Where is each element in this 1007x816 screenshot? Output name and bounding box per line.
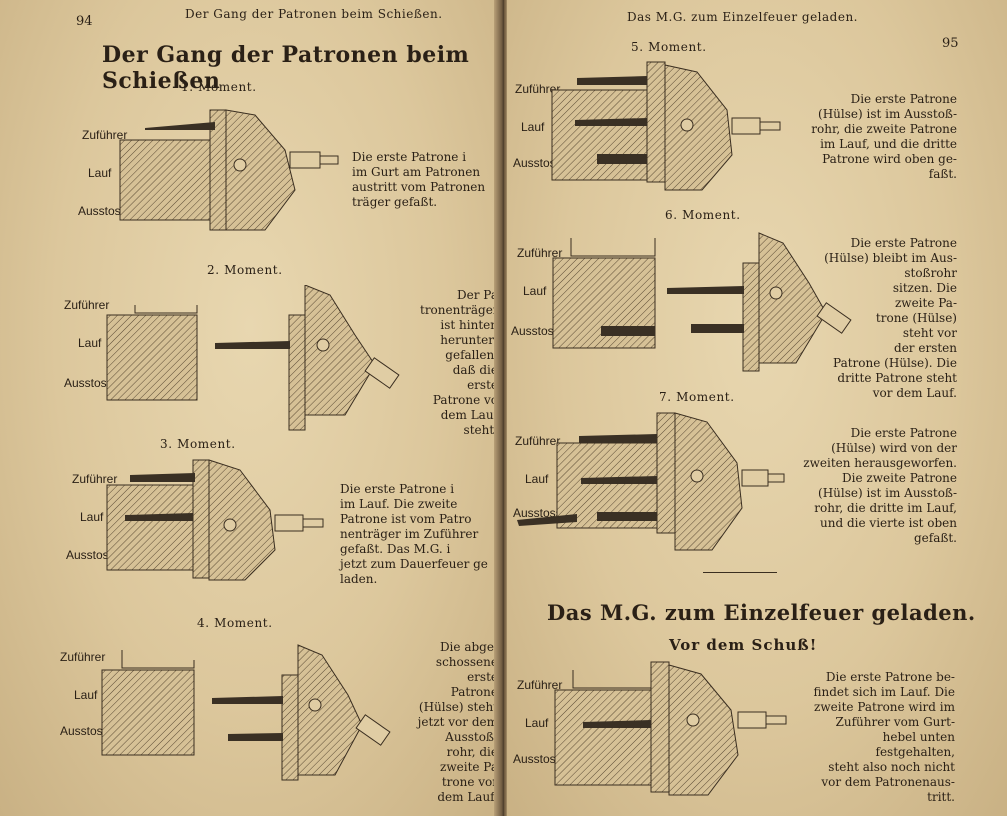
part-label-feeder: Zuführer (515, 82, 561, 96)
page-number: 95 (942, 36, 959, 51)
moment-caption: Die erste Patrone (Hülse) bleibt im Aus-… (824, 236, 957, 400)
left-page: 94 Der Gang der Patronen beim Schießen. … (0, 0, 501, 816)
mechanism-diagram (554, 661, 787, 796)
cartridge (215, 341, 290, 349)
part-label-barrel: Lauf (521, 120, 545, 134)
cartridge (579, 434, 657, 443)
running-head: Der Gang der Patronen beim Schießen. (185, 7, 443, 21)
cartridge (575, 118, 647, 126)
part-label-feeder: Zuführer (517, 678, 563, 692)
mechanism-diagram (517, 412, 785, 551)
cartridge (125, 513, 193, 521)
section-title: Das M.G. zum Einzelfeuer geladen. (547, 600, 976, 625)
part-label-barrel: Lauf (523, 284, 547, 298)
mechanism-diagram (106, 285, 400, 431)
cartridge (228, 733, 283, 741)
cartridge (667, 286, 744, 294)
part-label-barrel: Lauf (525, 716, 549, 730)
moment-caption: Die erste Patrone (Hülse) ist im Ausstoß… (811, 92, 957, 181)
section-divider (703, 572, 777, 573)
moment-caption: Der Pa tronenträger ist hinten herunter-… (420, 288, 499, 437)
moment-label: 2. Moment. (207, 263, 283, 277)
moment-label: 1. Moment. (181, 80, 257, 94)
moment-label: 4. Moment. (197, 616, 273, 630)
cartridge (212, 696, 283, 704)
moment-label: 3. Moment. (160, 437, 236, 451)
cartridge (130, 473, 195, 482)
cartridge-case (517, 514, 577, 526)
part-label-feeder: Zuführer (517, 246, 563, 260)
cartridge-case (597, 154, 647, 164)
final-caption: Die erste Patrone be- findet sich im Lau… (813, 670, 956, 804)
moment-caption: Die abge- schossene erste Patrone (Hülse… (417, 640, 498, 804)
section-subtitle: Vor dem Schuß! (669, 636, 818, 654)
part-label-barrel: Lauf (88, 166, 112, 180)
part-label-feeder: Zuführer (64, 298, 110, 312)
mechanism-diagram (119, 109, 339, 231)
moment-label: 5. Moment. (631, 40, 707, 54)
part-label-barrel: Lauf (80, 510, 104, 524)
cartridge (145, 122, 215, 130)
right-page: Das M.G. zum Einzelfeuer geladen. 95 5. … (506, 0, 1007, 816)
page-title: Der Gang der Patronen beim Schießen (102, 42, 470, 94)
running-head: Das M.G. zum Einzelfeuer geladen. (627, 10, 858, 24)
cartridge-case (597, 512, 657, 521)
moment-caption: Die erste Patrone i im Gurt am Patronen … (352, 150, 486, 209)
part-label-barrel: Lauf (525, 472, 549, 486)
mechanism-diagram (552, 232, 852, 372)
part-label-barrel: Lauf (78, 336, 102, 350)
moment-label: 6. Moment. (665, 208, 741, 222)
moment-caption: Die erste Patrone i im Lauf. Die zweite … (340, 482, 488, 586)
moment-caption: Die erste Patrone (Hülse) wird von der z… (803, 426, 957, 545)
part-label-feeder: Zuführer (82, 128, 128, 142)
page-number: 94 (76, 14, 93, 29)
part-label-feeder: Zuführer (72, 472, 118, 486)
cartridge (577, 76, 647, 85)
cartridge (581, 476, 657, 484)
cartridge (583, 720, 651, 728)
cartridge-case (601, 326, 655, 336)
mechanism-diagram (551, 61, 781, 191)
part-label-barrel: Lauf (74, 688, 98, 702)
cartridge-case (691, 324, 744, 333)
mechanism-diagram (106, 459, 324, 581)
moment-label: 7. Moment. (659, 390, 735, 404)
mechanism-diagram (101, 644, 391, 781)
part-label-feeder: Zuführer (515, 434, 561, 448)
part-label-feeder: Zuführer (60, 650, 106, 664)
